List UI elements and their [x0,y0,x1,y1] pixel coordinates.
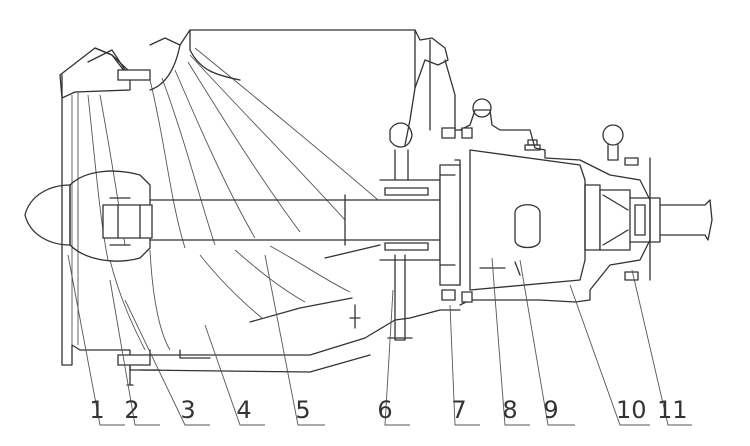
discharge-elbow [139,29,463,373]
output-shaft [659,199,713,241]
callout-leaders [67,254,692,426]
impeller-hub [24,170,153,262]
callout-10: 10 [616,396,647,424]
flange-bolts [117,69,473,386]
bearing-housing [439,98,651,306]
callout-1: 1 [89,396,105,424]
callout-11: 11 [657,396,688,424]
callout-7: 7 [451,396,467,424]
callout-8: 8 [502,396,518,424]
guide-vanes [87,47,379,351]
callout-6: 6 [377,396,393,424]
seal-assembly [349,122,441,341]
callout-4: 4 [236,396,252,424]
rear-bearing [584,157,661,281]
callout-9: 9 [543,396,559,424]
callout-5: 5 [295,396,311,424]
callout-2: 2 [124,396,140,424]
callout-3: 3 [180,396,196,424]
